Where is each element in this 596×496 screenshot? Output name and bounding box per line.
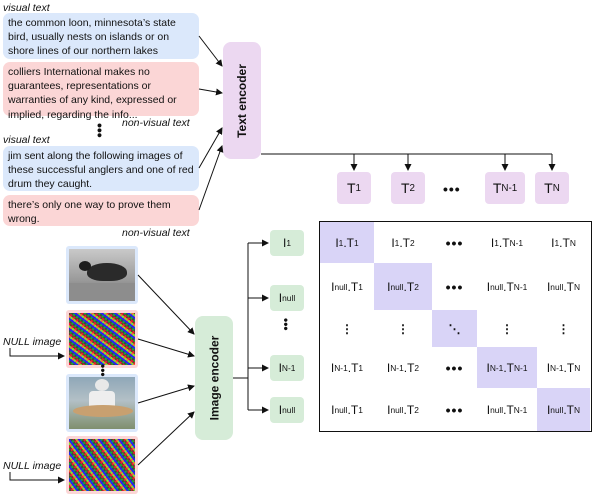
image-encoder: Image encoder [195,316,233,440]
matrix-cell-vdots: ⋮ [341,321,353,336]
visual-text-label-1: visual text [3,2,50,14]
matrix-cell-ellipsis: ••• [445,359,464,376]
matrix-cell-ellipsis: ••• [445,234,464,251]
text-token-ellipsis: ••• [443,181,461,197]
null-noise-image-1 [66,310,138,368]
non-visual-text-label-1: non-visual text [122,117,190,129]
matrix-cell-vdots: ⋮ [397,321,409,336]
matrix-cell-ellipsis: ••• [445,278,464,295]
null-image-label-1: NULL image [3,336,62,348]
visual-text-box-2: jim sent along the following images of t… [3,146,199,191]
matrix-cell-ddots: ⋱ [432,310,477,347]
non-visual-text-box-2: there’s only one way to prove them wrong… [3,195,199,226]
matrix-cell-vdots: ⋮ [557,321,570,336]
visual-text-box-1: the common loon, minnesota’s state bird,… [3,13,199,59]
angler-image [66,374,138,432]
non-visual-text-box-1: colliers International makes no guarante… [3,62,199,121]
null-noise-image-2 [66,436,138,494]
matrix-cell-vdots: ⋮ [501,321,513,336]
null-image-label-2: NULL image [3,460,62,472]
matrix-cell-ellipsis: ••• [445,401,464,418]
non-visual-text-label-2: non-visual text [122,227,190,239]
visual-text-label-2: visual text [3,134,50,146]
text-encoder: Text encoder [223,42,261,159]
loon-image [66,246,138,304]
